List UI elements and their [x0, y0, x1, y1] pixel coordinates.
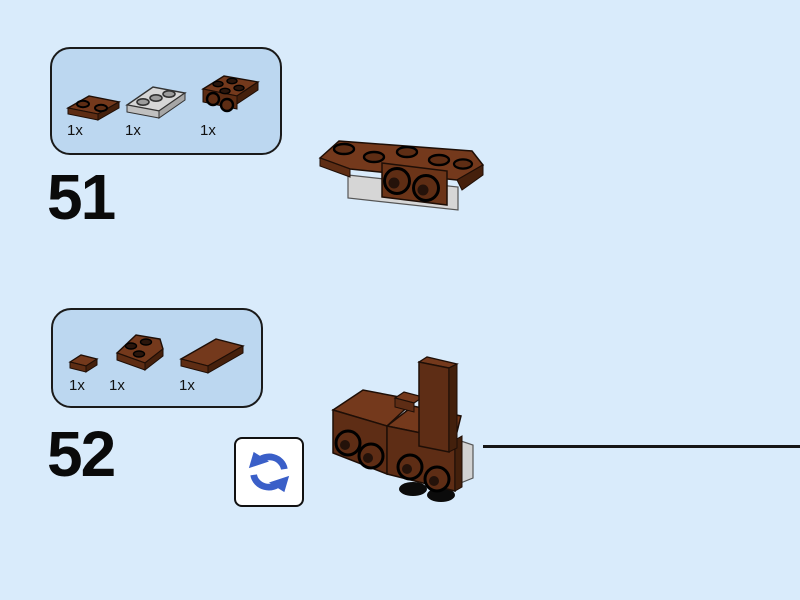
part-thumb-brown-wedge-plate-icon	[115, 334, 164, 372]
part-qty-label: 1x	[109, 377, 125, 394]
part-thumb-gray-plate-1x3-icon	[125, 86, 187, 119]
parts-panel-step-51: 1x 1x 1x	[50, 47, 282, 155]
rotate-model-badge	[234, 437, 304, 507]
part-thumb-brown-tile-1x3-icon	[179, 338, 245, 374]
part-qty-label: 1x	[67, 122, 83, 139]
step-number-51: 51	[47, 161, 116, 233]
part-thumb-brown-tile-1x1-icon	[68, 354, 99, 373]
rotate-arrows-icon	[248, 451, 290, 493]
part-qty-label: 1x	[179, 377, 195, 394]
step-number-52: 52	[47, 418, 116, 490]
part-thumb-brown-plate-1x2-icon	[66, 95, 121, 121]
parts-panel-step-52: 1x 1x 1x	[51, 308, 263, 408]
part-qty-label: 1x	[200, 122, 216, 139]
assembly-step-51	[318, 140, 485, 211]
continuation-line	[483, 445, 800, 448]
assembly-step-52	[331, 356, 474, 502]
part-qty-label: 1x	[125, 122, 141, 139]
part-qty-label: 1x	[69, 377, 85, 394]
part-thumb-brown-bracket-icon	[201, 75, 260, 113]
